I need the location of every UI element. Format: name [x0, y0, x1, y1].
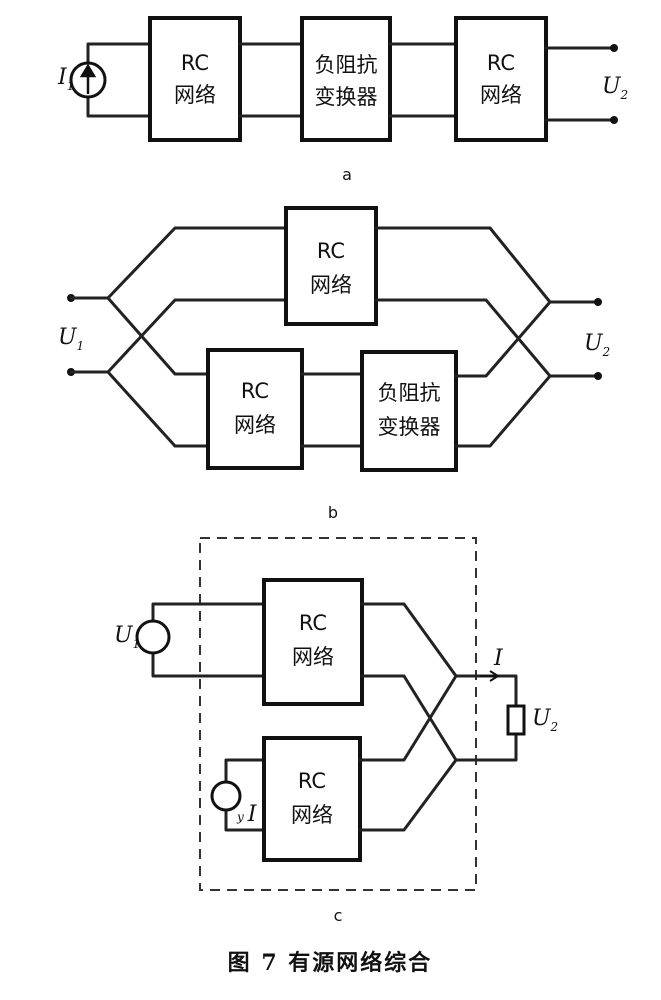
block-label: RC: [181, 51, 209, 75]
block-label: 网络: [174, 83, 216, 107]
input-label-u1: U1: [58, 325, 84, 353]
output-terminal: [594, 298, 602, 306]
panel-label-a: a: [342, 165, 352, 184]
output-label-u2: U2: [584, 331, 610, 359]
output-terminal: [594, 372, 602, 380]
panel-b-wire: [300, 372, 364, 448]
dashed-enclosure: [199, 537, 477, 891]
rc-network-block: [454, 16, 548, 142]
rc-network-block: [206, 348, 304, 470]
panel-c-wire: [224, 758, 266, 832]
nic-block: [360, 350, 458, 472]
block-label: RC: [487, 51, 515, 75]
panel-a: I1 RC 网络 负阻抗 变换器 RC 网络 U2 a: [57, 16, 628, 184]
block-label: 负阻抗: [378, 381, 441, 405]
block-label: 网络: [292, 645, 334, 669]
input-label-u1: U1: [114, 623, 140, 651]
panel-label-b: b: [328, 503, 338, 522]
output-terminal: [610, 44, 618, 52]
nic-block: [300, 16, 392, 142]
rc-network-block: [148, 16, 242, 142]
block-label: RC: [299, 611, 327, 635]
figure-caption: 图 7 有源网络综合: [228, 950, 433, 976]
rc-network-block: [262, 578, 364, 706]
block-label: 网络: [310, 273, 352, 297]
current-arrow-icon: [480, 670, 500, 682]
panel-label-c: c: [334, 906, 343, 925]
block-label: 变换器: [315, 85, 378, 109]
panel-c-wire: [358, 602, 518, 832]
block-label: 网络: [291, 803, 333, 827]
output-terminal: [610, 116, 618, 124]
rc-network-block: [284, 206, 378, 326]
controlled-source-icon: [210, 780, 242, 812]
block-label: RC: [298, 769, 326, 793]
panel-a-wire: [544, 46, 614, 122]
rc-network-block: [262, 736, 362, 862]
output-label-u2: U2: [602, 74, 628, 102]
output-label-u2: U2: [532, 706, 558, 734]
current-label-i: I: [493, 646, 504, 671]
panel-a-wire: [388, 42, 458, 118]
load-resistor-icon: [506, 704, 526, 736]
input-label-i1: I1: [57, 65, 74, 93]
panel-a-wire: [238, 42, 304, 118]
panel-b-wire: [374, 226, 598, 448]
panel-c-wire: [151, 602, 266, 678]
block-label: 网络: [234, 413, 276, 437]
block-label: 网络: [480, 83, 522, 107]
block-label: 变换器: [378, 415, 441, 439]
block-label: RC: [241, 379, 269, 403]
panel-a-wire: [86, 42, 152, 118]
voltage-source-icon: [135, 619, 171, 655]
block-label: RC: [317, 239, 345, 263]
block-label: 负阻抗: [315, 53, 378, 77]
current-arrow-icon: [79, 63, 97, 94]
panel-b: U1 RC 网络 RC 网络 负阻抗 变换器 U2 b: [58, 206, 610, 522]
panel-b-wire: [69, 226, 288, 448]
